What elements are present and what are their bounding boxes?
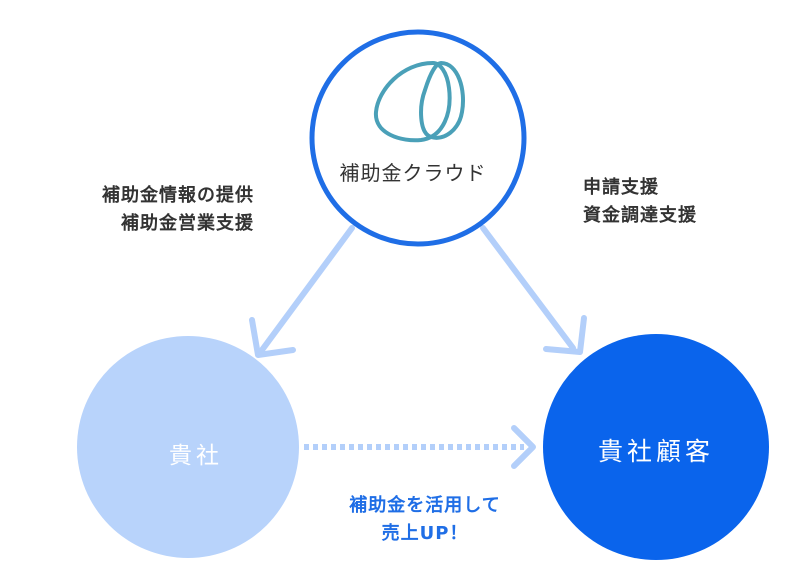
company-name: 貴社 [169,443,223,469]
company-to-customer-label: 補助金を活用して 売上UP！ [300,492,550,548]
to-company-label: 補助金情報の提供 補助金営業支援 [40,182,254,238]
customer-circle [543,334,769,560]
hub-circle [309,29,527,247]
hub-name: 補助金クラウド [339,161,487,185]
arrow-to-customer [480,225,587,355]
to-customer-line-1: 申請支援 [583,177,659,198]
to-customer-label: 申請支援 資金調達支援 [583,174,783,230]
to-customer-line-2: 資金調達支援 [583,205,697,226]
company-to-customer-line-2: 売上UP！ [381,523,469,544]
company-circle [77,336,299,558]
arrow-to-company [249,225,355,358]
to-company-line-1: 補助金情報の提供 [102,185,254,206]
arrow-company-to-customer [304,425,536,469]
company-to-customer-line-1: 補助金を活用して [349,495,501,516]
two-loops-logo-icon [373,60,465,143]
customer-name: 貴社顧客 [597,437,714,466]
to-company-line-2: 補助金営業支援 [121,213,254,234]
